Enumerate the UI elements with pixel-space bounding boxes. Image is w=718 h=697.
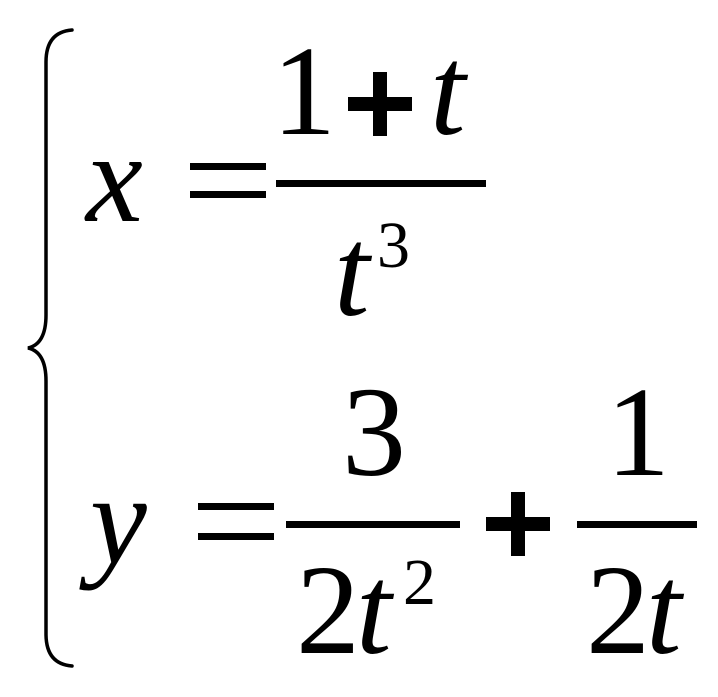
- y-variable: y: [90, 449, 147, 591]
- x-numerator-one: 1: [272, 20, 336, 162]
- x-denominator-t: t: [334, 201, 370, 343]
- x-numerator-t: t: [430, 20, 466, 162]
- y-first-numerator: 3: [342, 361, 406, 503]
- y-first-fraction-bar: [286, 521, 460, 528]
- y-first-denominator-exponent: 2: [403, 546, 436, 619]
- y-first-denominator-t: t: [356, 539, 392, 681]
- x-variable: x: [86, 107, 143, 249]
- y-second-numerator: 1: [606, 361, 670, 503]
- y-second-denominator-coef: 2: [586, 539, 650, 681]
- y-second-denominator-t: t: [646, 539, 682, 681]
- x-denominator-exponent: 3: [377, 209, 410, 282]
- y-second-fraction-bar: [577, 521, 697, 528]
- y-first-denominator-coef: 2: [296, 539, 360, 681]
- x-fraction-bar: [276, 180, 486, 187]
